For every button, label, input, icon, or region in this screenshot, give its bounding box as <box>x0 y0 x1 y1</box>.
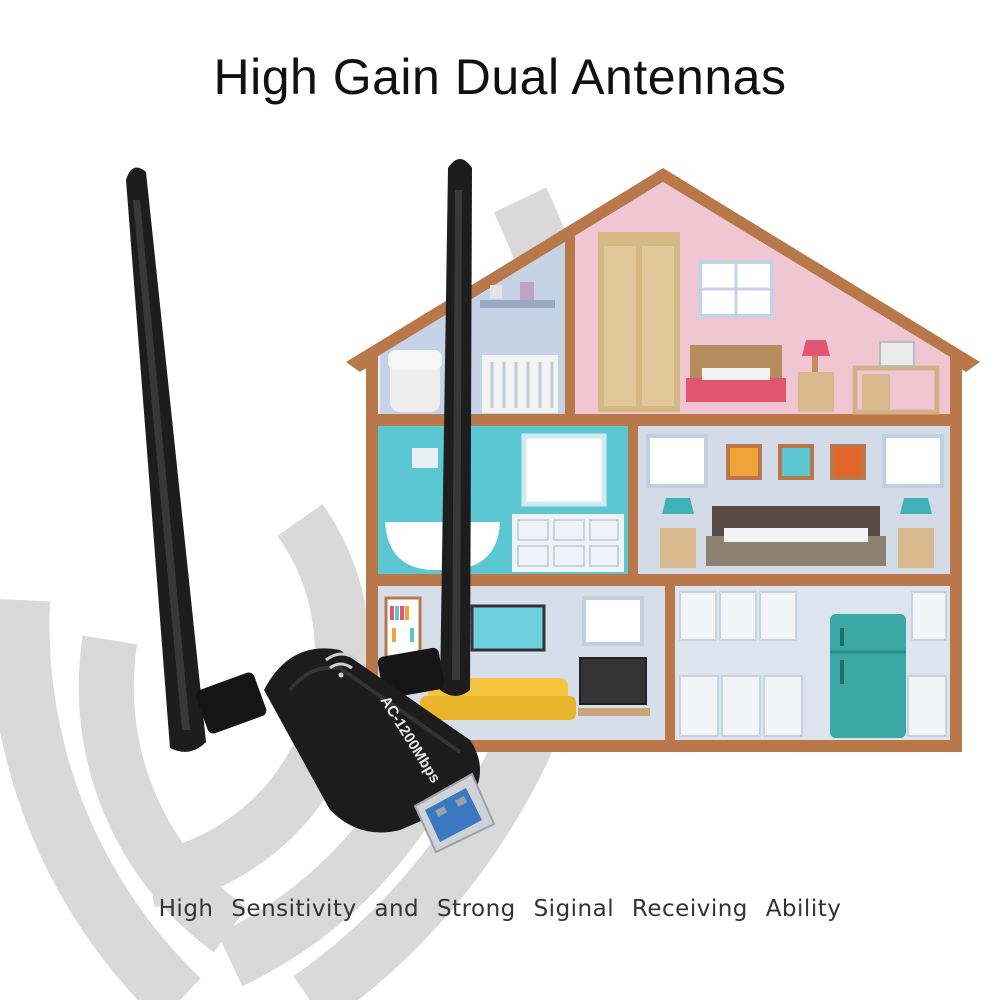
tagline: High Sensitivity and Strong Siginal Rece… <box>158 896 842 922</box>
usb-adapter: AC-1200Mbps <box>264 648 496 854</box>
wifi-icon <box>325 652 359 678</box>
usb-plug-icon <box>413 772 496 854</box>
headline: High Gain Dual Antennas <box>213 49 787 105</box>
signal-wave-left-outer <box>0 599 201 1000</box>
right-antenna <box>377 159 472 699</box>
signal-wave-left-inner <box>78 635 247 953</box>
left-antenna <box>126 167 267 752</box>
